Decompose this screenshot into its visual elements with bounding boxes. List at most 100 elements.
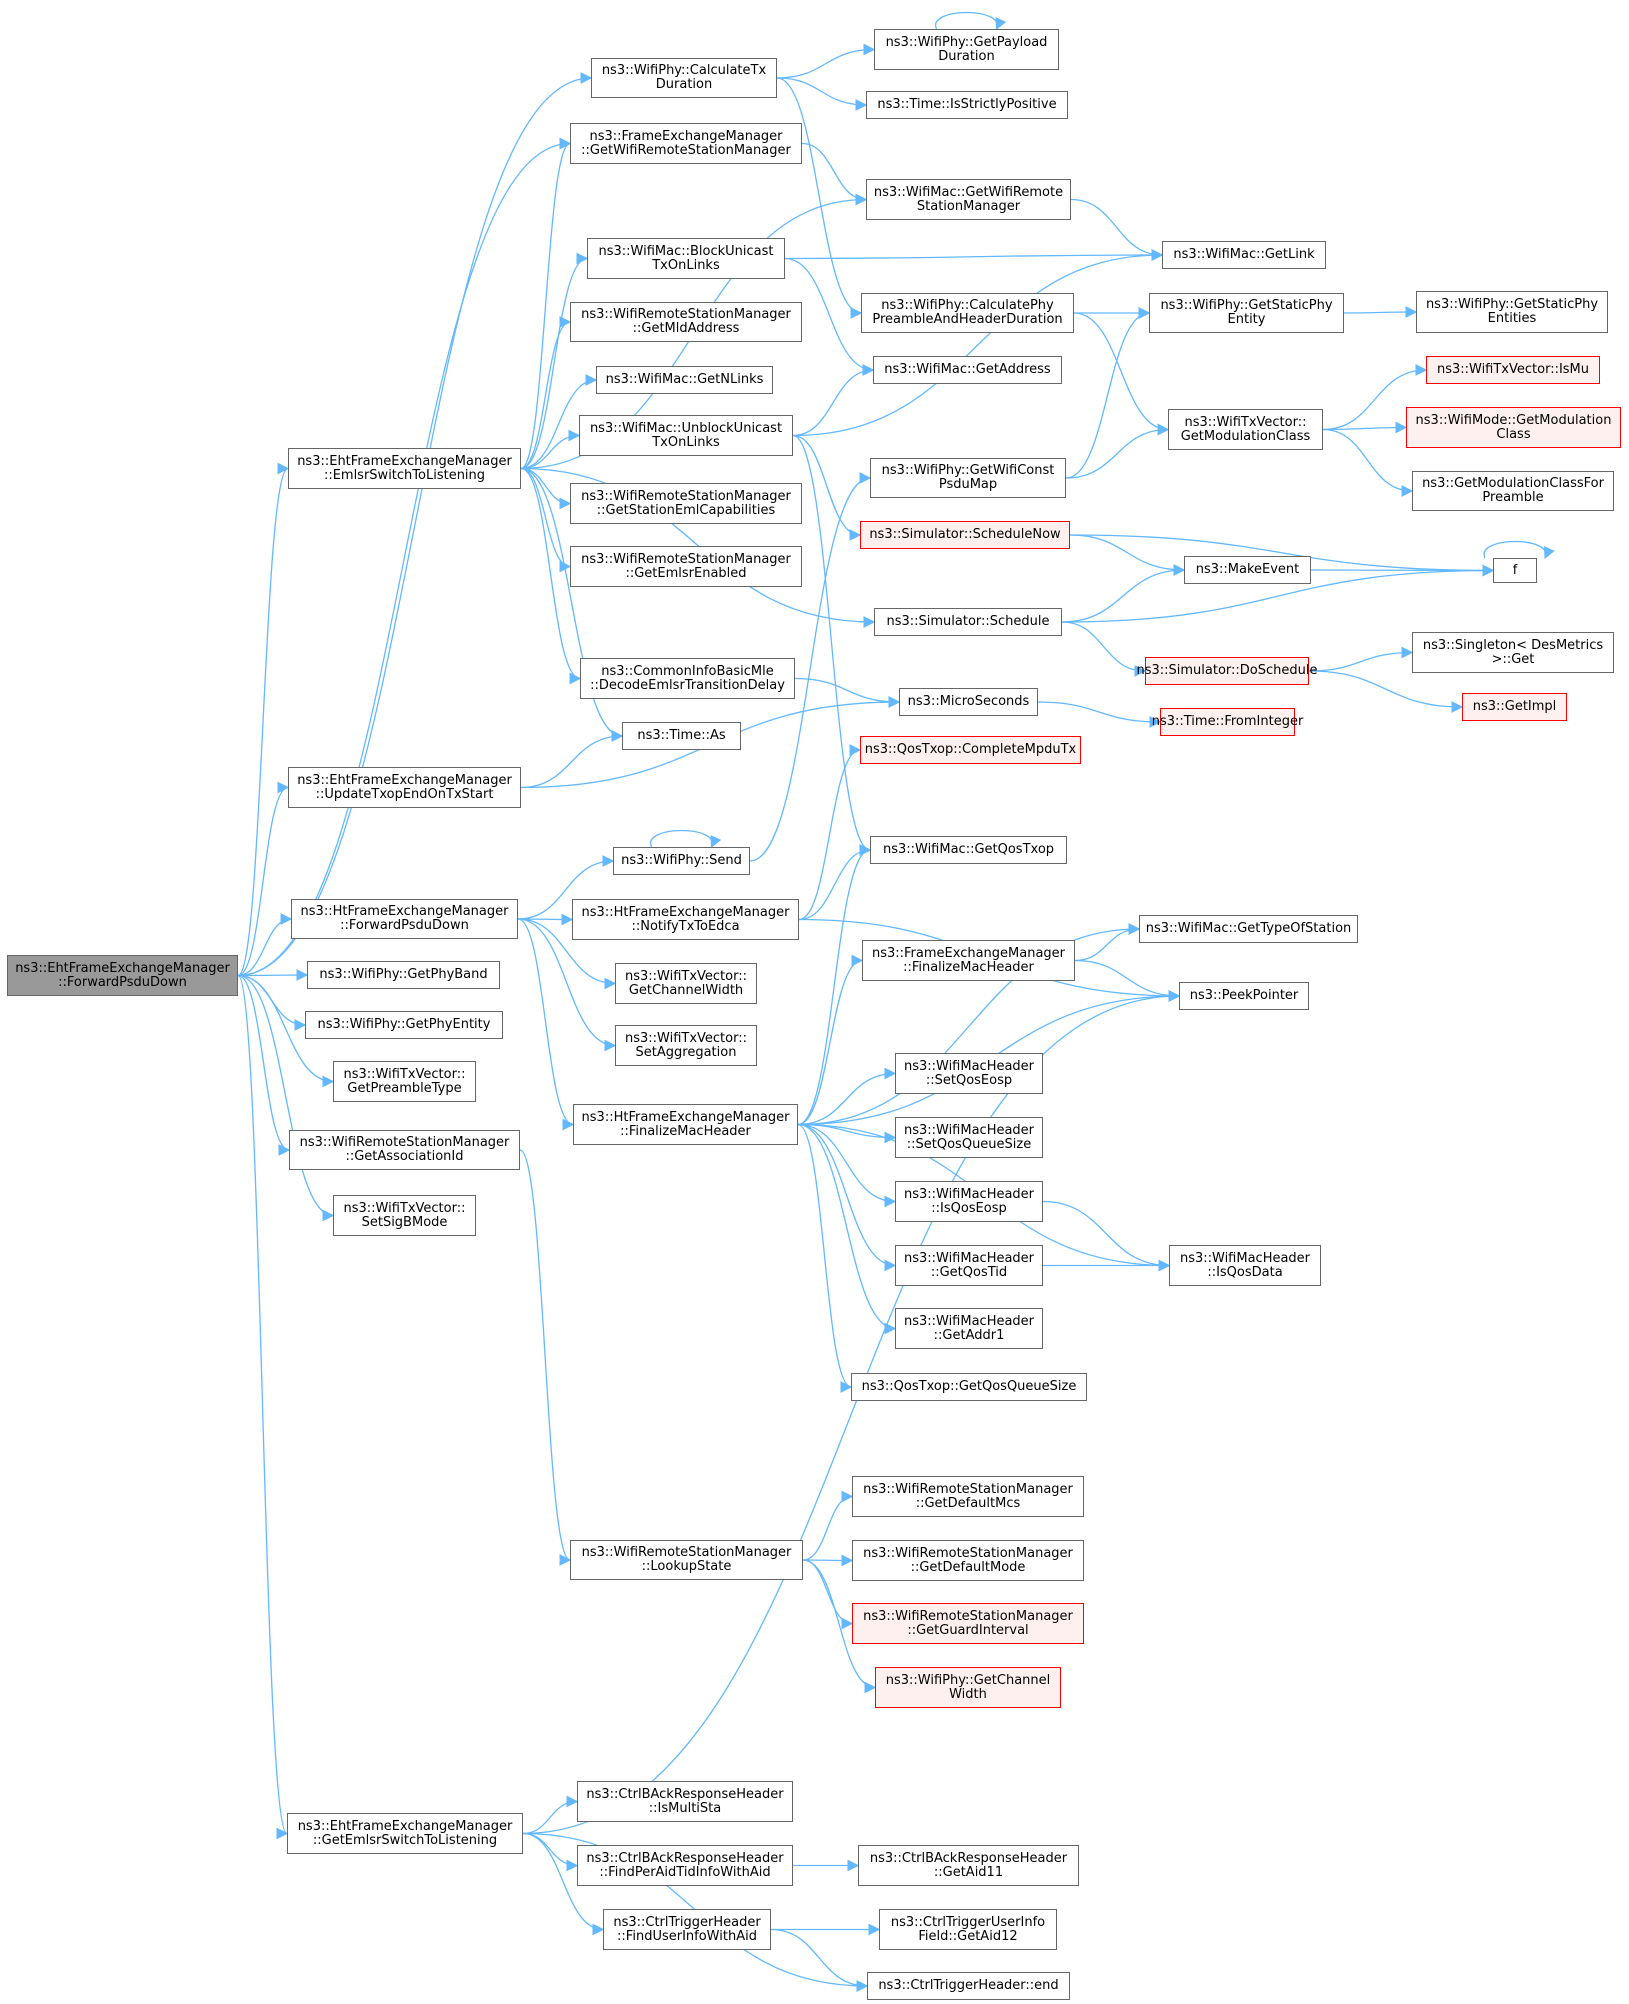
node-lookup[interactable]: ns3::WifiRemoteStationManager::LookupSta… (570, 1540, 803, 1580)
edge-micro-to-fromInt (1037, 701, 1162, 728)
node-getImpl[interactable]: ns3::GetImpl (1462, 693, 1567, 721)
node-label-line: ns3::PeekPointer (1189, 988, 1299, 1003)
edge-modClass-to-isMu (1322, 364, 1428, 431)
node-label-line: ::ForwardPsduDown (58, 974, 187, 990)
node-emlCap[interactable]: ns3::WifiRemoteStationManager::GetStatio… (570, 483, 802, 524)
node-guard[interactable]: ns3::WifiRemoteStationManager::GetGuardI… (852, 1603, 1084, 1644)
node-defMcs[interactable]: ns3::WifiRemoteStationManager::GetDefaul… (852, 1476, 1084, 1517)
node-decode[interactable]: ns3::CommonInfoBasicMle::DecodeEmlsrTran… (580, 658, 795, 699)
node-emlsr[interactable]: ns3::EhtFrameExchangeManager::EmlsrSwitc… (288, 448, 521, 489)
node-label-line: ns3::WifiRemoteStationManager (299, 1135, 510, 1150)
edge-unblockU-to-getLink (792, 249, 1164, 437)
node-label-line: ns3::WifiRemoteStationManager (581, 488, 791, 504)
edge-staticPhyEnt-to-staticPhyEnts (1343, 306, 1418, 318)
node-updTxop[interactable]: ns3::EhtFrameExchangeManager::UpdateTxop… (288, 767, 521, 808)
node-label-line: ::FindPerAidTidInfoWithAid (599, 1864, 771, 1880)
node-timeAs[interactable]: ns3::Time::As (622, 722, 741, 750)
node-setAgg[interactable]: ns3::WifiTxVector::SetAggregation (615, 1025, 757, 1066)
edge-calcTx-to-isPos (776, 77, 868, 111)
node-peek[interactable]: ns3::PeekPointer (1179, 982, 1309, 1010)
node-getLink[interactable]: ns3::WifiMac::GetLink (1162, 241, 1326, 269)
node-nlinks[interactable]: ns3::WifiMac::GetNLinks (596, 366, 773, 394)
node-defMode[interactable]: ns3::WifiRemoteStationManager::GetDefaul… (852, 1540, 1084, 1581)
node-schedNow[interactable]: ns3::Simulator::ScheduleNow (860, 521, 1070, 549)
edge-constPsdu-to-modClass (1065, 423, 1170, 479)
node-label-line: PreambleAndHeaderDuration (872, 312, 1063, 327)
node-isEosp[interactable]: ns3::WifiMacHeader::IsQosEosp (895, 1181, 1043, 1222)
node-label-line: Entities (1487, 311, 1537, 326)
node-addr1[interactable]: ns3::WifiMacHeader::GetAddr1 (895, 1308, 1043, 1349)
edge-calcTx-to-getPayload (776, 43, 876, 79)
node-findUser[interactable]: ns3::CtrlTriggerHeader::FindUserInfoWith… (603, 1909, 771, 1950)
node-htFwd[interactable]: ns3::HtFrameExchangeManager::ForwardPsdu… (291, 899, 518, 939)
node-modClass[interactable]: ns3::WifiTxVector::GetModulationClass (1168, 409, 1323, 450)
node-qsize[interactable]: ns3::QosTxop::GetQosQueueSize (851, 1373, 1087, 1401)
node-getEmlsr[interactable]: ns3::EhtFrameExchangeManager::GetEmlsrSw… (287, 1813, 523, 1854)
node-findPer[interactable]: ns3::CtrlBAckResponseHeader::FindPerAidT… (577, 1845, 793, 1886)
node-label-line: ::IsQosEosp (931, 1200, 1007, 1216)
node-root[interactable]: ns3::EhtFrameExchangeManager::ForwardPsd… (7, 955, 238, 996)
node-isPos[interactable]: ns3::Time::IsStrictlyPositive (866, 91, 1068, 119)
node-label-line: GetPreambleType (347, 1080, 462, 1096)
node-micro[interactable]: ns3::MicroSeconds (899, 688, 1038, 716)
node-setQsize[interactable]: ns3::WifiMacHeader::SetQosQueueSize (895, 1117, 1043, 1158)
edge-schedNow-to-f (1069, 534, 1495, 577)
node-label-line: ::LookupState (641, 1559, 732, 1574)
node-end[interactable]: ns3::CtrlTriggerHeader::end (867, 1972, 1070, 2000)
node-assocId[interactable]: ns3::WifiRemoteStationManager::GetAssoci… (289, 1130, 520, 1170)
node-isQosData[interactable]: ns3::WifiMacHeader::IsQosData (1169, 1245, 1321, 1286)
node-makeEv[interactable]: ns3::MakeEvent (1184, 556, 1311, 584)
edge-htFinal-to-setEosp (797, 1067, 897, 1126)
node-setEosp[interactable]: ns3::WifiMacHeader::SetQosEosp (895, 1053, 1043, 1094)
node-label-line: ns3::WifiPhy::GetWifiConst (881, 463, 1055, 478)
node-femFinal[interactable]: ns3::FrameExchangeManager::FinalizeMacHe… (862, 940, 1075, 981)
node-phyEnt[interactable]: ns3::WifiPhy::GetPhyEntity (305, 1011, 503, 1039)
node-label-line: ::GetGuardInterval (907, 1622, 1029, 1638)
node-f[interactable]: f (1493, 558, 1537, 583)
node-aid11[interactable]: ns3::CtrlBAckResponseHeader::GetAid11 (858, 1845, 1079, 1886)
node-addr[interactable]: ns3::WifiMac::GetAddress (873, 356, 1062, 384)
node-htFinal[interactable]: ns3::HtFrameExchangeManager::FinalizeMac… (573, 1104, 798, 1145)
node-mld[interactable]: ns3::WifiRemoteStationManager::GetMldAdd… (570, 302, 802, 342)
node-label-line: ns3::WifiMac::BlockUnicast (598, 243, 774, 259)
node-sched[interactable]: ns3::Simulator::Schedule (874, 608, 1062, 636)
node-emlsrEn[interactable]: ns3::WifiRemoteStationManager::GetEmlsrE… (570, 546, 802, 587)
node-send[interactable]: ns3::WifiPhy::Send (613, 847, 750, 875)
node-isMu[interactable]: ns3::WifiTxVector::IsMu (1426, 356, 1600, 384)
node-getTid[interactable]: ns3::WifiMacHeader::GetQosTid (895, 1245, 1043, 1286)
edge-unblockU-to-addr (792, 364, 875, 437)
edge-doSched-to-singleton (1308, 646, 1414, 672)
node-completeMpdu[interactable]: ns3::QosTxop::CompleteMpduTx (860, 736, 1081, 764)
edge-emlsr-to-emlsrEn (520, 467, 572, 573)
node-label-line: ::GetQosTid (930, 1264, 1008, 1280)
edge-lookup-to-chW2 (802, 1559, 877, 1694)
node-fromInt[interactable]: ns3::Time::FromInteger (1152, 708, 1303, 736)
node-singleton[interactable]: ns3::Singleton< DesMetrics>::Get (1412, 632, 1614, 673)
node-doSched[interactable]: ns3::Simulator::DoSchedule (1136, 657, 1318, 685)
node-typeSta[interactable]: ns3::WifiMac::GetTypeOfStation (1139, 915, 1358, 943)
node-chWidth[interactable]: ns3::WifiTxVector::GetChannelWidth (615, 963, 757, 1004)
node-label-line: ns3::WifiTxVector:: (624, 1030, 747, 1046)
node-notify[interactable]: ns3::HtFrameExchangeManager::NotifyTxToE… (572, 899, 799, 940)
node-isMulti[interactable]: ns3::CtrlBAckResponseHeader::IsMultiSta (577, 1781, 793, 1822)
node-getBand[interactable]: ns3::WifiPhy::GetPhyBand (307, 961, 500, 989)
edge-sched-to-f (1061, 564, 1495, 623)
edge-root-to-getEmlsr (237, 974, 289, 1839)
node-qosTxop[interactable]: ns3::WifiMac::GetQosTxop (870, 836, 1067, 864)
node-femRsm[interactable]: ns3::FrameExchangeManager::GetWifiRemote… (570, 123, 802, 164)
node-preType[interactable]: ns3::WifiTxVector::GetPreambleType (333, 1061, 476, 1102)
node-sigB[interactable]: ns3::WifiTxVector::SetSigBMode (333, 1195, 476, 1236)
